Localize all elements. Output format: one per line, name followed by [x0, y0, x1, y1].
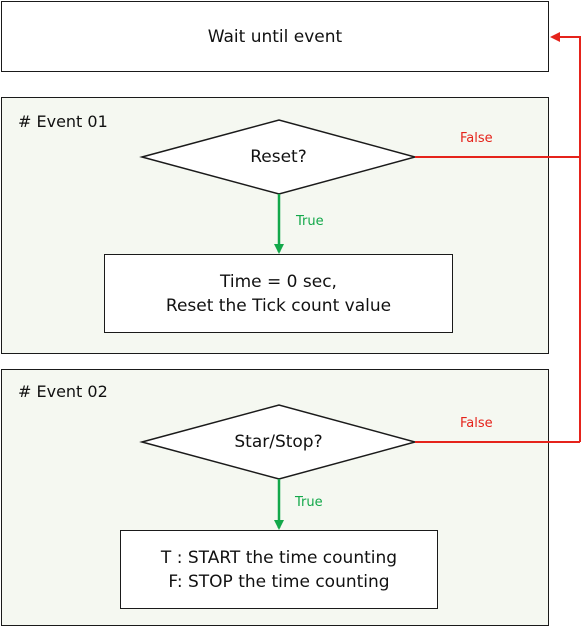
startstop-false-label: False — [460, 416, 493, 431]
wait-until-event-box: Wait until event — [1, 1, 549, 72]
startstop-decision-label: Star/Stop? — [142, 430, 415, 454]
startstop-true-label: True — [295, 495, 323, 510]
false-return-arrow — [550, 32, 581, 442]
reset-action-line1: Time = 0 sec, — [220, 271, 337, 292]
startstop-action-line2: F: STOP the time counting — [168, 571, 390, 592]
reset-decision-text: Reset? — [250, 147, 307, 167]
reset-decision-label: Reset? — [142, 145, 415, 169]
startstop-decision-text: Star/Stop? — [234, 432, 323, 452]
reset-false-label: False — [460, 131, 493, 146]
event-02-title: # Event 02 — [18, 382, 108, 401]
reset-true-label: True — [296, 214, 324, 229]
startstop-action-line1: T : START the time counting — [160, 547, 398, 568]
startstop-action-box: T : START the time counting F: STOP the … — [120, 530, 438, 609]
reset-action-box: Time = 0 sec, Reset the Tick count value — [104, 254, 453, 333]
reset-action-line2: Reset the Tick count value — [165, 295, 392, 316]
event-01-title: # Event 01 — [18, 112, 108, 131]
wait-until-event-label: Wait until event — [207, 26, 343, 47]
